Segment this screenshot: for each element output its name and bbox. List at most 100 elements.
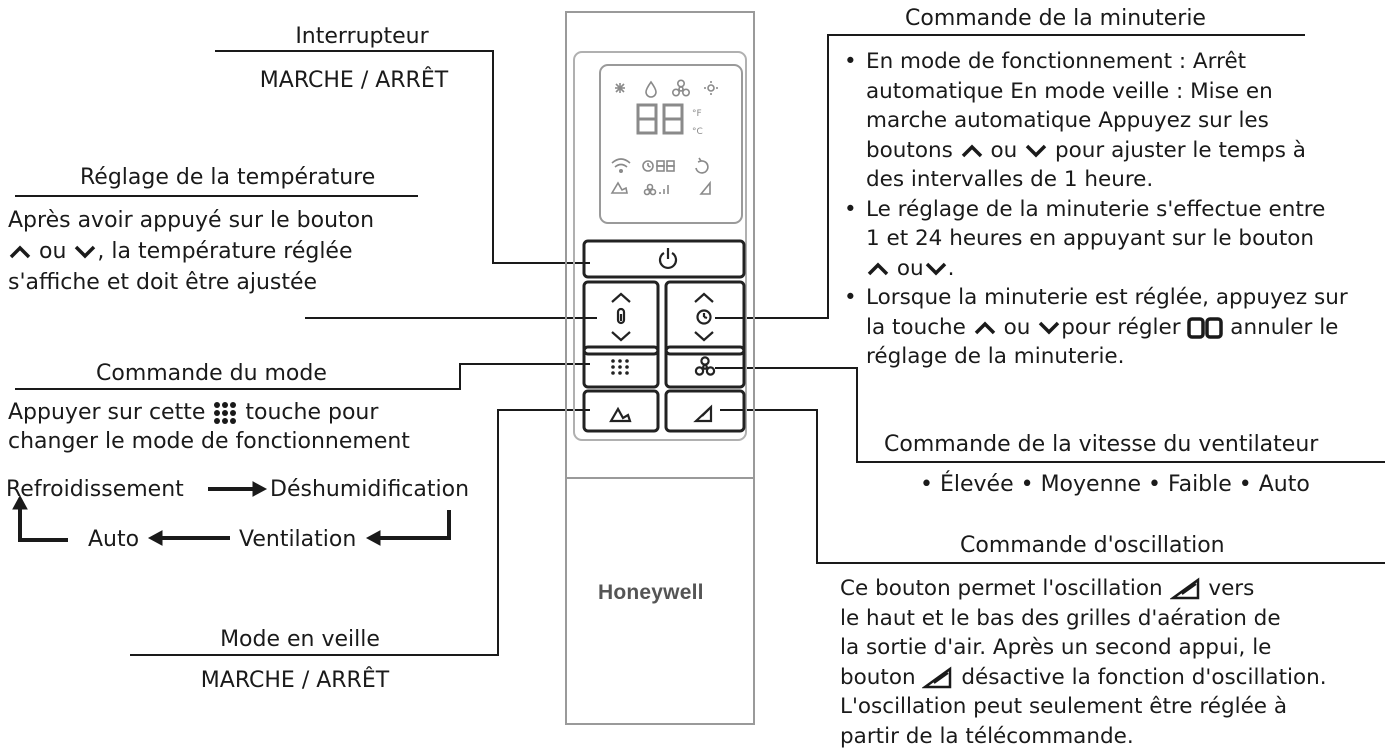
sleep-icon (611, 409, 630, 421)
timer-bullet-1: En mode de fonctionnement : Arrêt automa… (840, 47, 1348, 195)
brand-logo: Honeywell (598, 581, 704, 605)
temp-desc-ou: ou (39, 239, 66, 264)
timer-b1-line4: boutons ou pour ajuster le temps à (866, 136, 1348, 166)
timer-up-chevron-icon (695, 294, 713, 302)
timer-b3-2c: pour régler (1061, 315, 1180, 340)
drop-icon (646, 82, 656, 97)
osc-line4: bouton désactive la fonction d'oscillati… (840, 663, 1327, 693)
thermometer-icon (618, 309, 624, 323)
osc-line5: L'oscillation peut seulement être réglée… (840, 692, 1327, 722)
timer-b2-3b: . (948, 256, 955, 281)
osc-line2: le haut et le bas des grilles d'aération… (840, 604, 1327, 634)
fan-small-icon (673, 80, 689, 95)
timer-b3-line3: réglage de la minuterie. (866, 342, 1348, 372)
timer-b1-line1: En mode de fonctionnement : Arrêt (866, 47, 1348, 77)
temp-title: Réglage de la température (80, 163, 375, 193)
timer-b1-line3: marche automatique Appuyez sur les (866, 106, 1348, 136)
interrupteur-title: Interrupteur (262, 22, 462, 52)
swing-icon (696, 407, 711, 421)
interrupteur-sub: MARCHE / ARRÊT (215, 66, 493, 96)
timer-list: En mode de fonctionnement : Arrêt automa… (840, 47, 1348, 372)
osc-4a: bouton (840, 665, 916, 690)
cycle-deshumidification: Déshumidification (270, 475, 469, 505)
osc-1b: vers (1208, 576, 1254, 601)
temp-up-chevron-icon (612, 294, 630, 302)
chevron-down-icon (73, 244, 97, 260)
power-icon (660, 248, 676, 268)
osc-1a: Ce bouton permet l'oscillation (840, 576, 1163, 601)
timer-b2-line1: Le réglage de la minuterie s'effectue en… (866, 195, 1348, 225)
wifi-icon (612, 159, 630, 172)
mode-title: Commande du mode (96, 359, 327, 389)
mode-desc-1: Appuyer sur cette touche pour (8, 398, 378, 428)
timer-b3-2a: la touche (866, 315, 966, 340)
sun-icon (704, 81, 718, 95)
chevron-up-icon (960, 143, 984, 159)
temp-desc-rest: , la température réglée (97, 239, 352, 264)
timer-bullet-2: Le réglage de la minuterie s'effectue en… (840, 195, 1348, 284)
snowflake-icon (615, 83, 625, 93)
timer-b1-line5: des intervalles de 1 heure. (866, 165, 1348, 195)
fan-title: Commande de la vitesse du ventilateur (884, 430, 1318, 460)
small-88 (657, 161, 674, 171)
mode-desc-2: changer le mode de fonctionnement (8, 427, 410, 457)
chevron-up-icon (973, 320, 997, 336)
mode-dots-icon (611, 359, 629, 375)
timer-b3-line1: Lorsque la minuterie est réglée, appuyez… (866, 283, 1348, 313)
timer-b3-line2: la touche ou pour régler annuler le (866, 313, 1348, 343)
timer-b1-4a: boutons (866, 138, 953, 163)
swing-icon-inline (1170, 577, 1202, 601)
veille-title: Mode en veille (180, 625, 420, 655)
cycle-refroidissement: Refroidissement (6, 475, 184, 505)
osc-title: Commande d'oscillation (960, 531, 1225, 561)
chevron-down-icon (1037, 320, 1061, 336)
osc-line6: partir de la télécommande. (840, 722, 1327, 751)
sleep-small-icon (612, 183, 627, 193)
swing-icon-inline (922, 666, 954, 690)
chevron-down-icon (924, 261, 948, 277)
veille-sub: MARCHE / ARRÊT (160, 666, 430, 696)
mode-desc-1a: Appuyer sur cette (8, 400, 205, 425)
timer-down-chevron-icon (695, 332, 713, 340)
osc-line3: la sortie d'air. Après un second appui, … (840, 633, 1327, 663)
chevron-down-icon (1024, 143, 1048, 159)
unit-f: °F (692, 109, 702, 119)
swing-button (666, 391, 744, 431)
cycle-ventilation: Ventilation (239, 525, 356, 555)
timer-b2-3a: ou (897, 256, 924, 281)
arrow-deshum-vent (378, 510, 449, 538)
timer-b3-2b: ou (1004, 315, 1031, 340)
mode-dots-icon-inline (212, 401, 238, 425)
clock-icon (698, 311, 711, 324)
blank-digits-icon (1187, 317, 1223, 339)
temp-desc-3: s'affiche et doit être ajustée (8, 268, 317, 298)
timer-b1-line2: automatique En mode veille : Mise en (866, 77, 1348, 107)
timer-b1-4c: pour ajuster le temps à (1055, 138, 1306, 163)
power-button (584, 241, 744, 277)
temp-desc-1: Après avoir appuyé sur le bouton (8, 206, 374, 236)
cycle-auto: Auto (88, 525, 139, 555)
timer-b2-line3: ou. (866, 254, 1348, 284)
remote-body (566, 12, 754, 724)
refresh-icon (696, 158, 708, 173)
fan-icon (696, 357, 714, 374)
timer-bullet-3: Lorsque la minuterie est réglée, appuyez… (840, 283, 1348, 372)
osc-4b: désactive la fonction d'oscillation. (961, 665, 1326, 690)
timer-b3-2d: annuler le (1230, 315, 1338, 340)
timer-b1-4b: ou (991, 138, 1018, 163)
osc-desc: Ce bouton permet l'oscillation vers le h… (840, 574, 1327, 751)
mode-desc-1b: touche pour (245, 400, 378, 425)
fan-speed-icon (645, 185, 669, 195)
temp-desc-2: ou , la température réglée (8, 237, 353, 267)
chevron-up-icon (866, 261, 890, 277)
chevron-up-icon (8, 244, 32, 260)
osc-line1: Ce bouton permet l'oscillation vers (840, 574, 1327, 604)
sleep-button (584, 391, 658, 431)
timer-b2-line2: 1 et 24 heures en appuyant sur le bouton (866, 224, 1348, 254)
digits-88 (638, 105, 682, 133)
arrow-auto-refroid (20, 507, 68, 540)
timer-title: Commande de la minuterie (905, 4, 1206, 34)
unit-c: °C (692, 127, 703, 137)
timer-icon (643, 161, 653, 171)
fan-sub: • Élevée • Moyenne • Faible • Auto (920, 470, 1310, 500)
